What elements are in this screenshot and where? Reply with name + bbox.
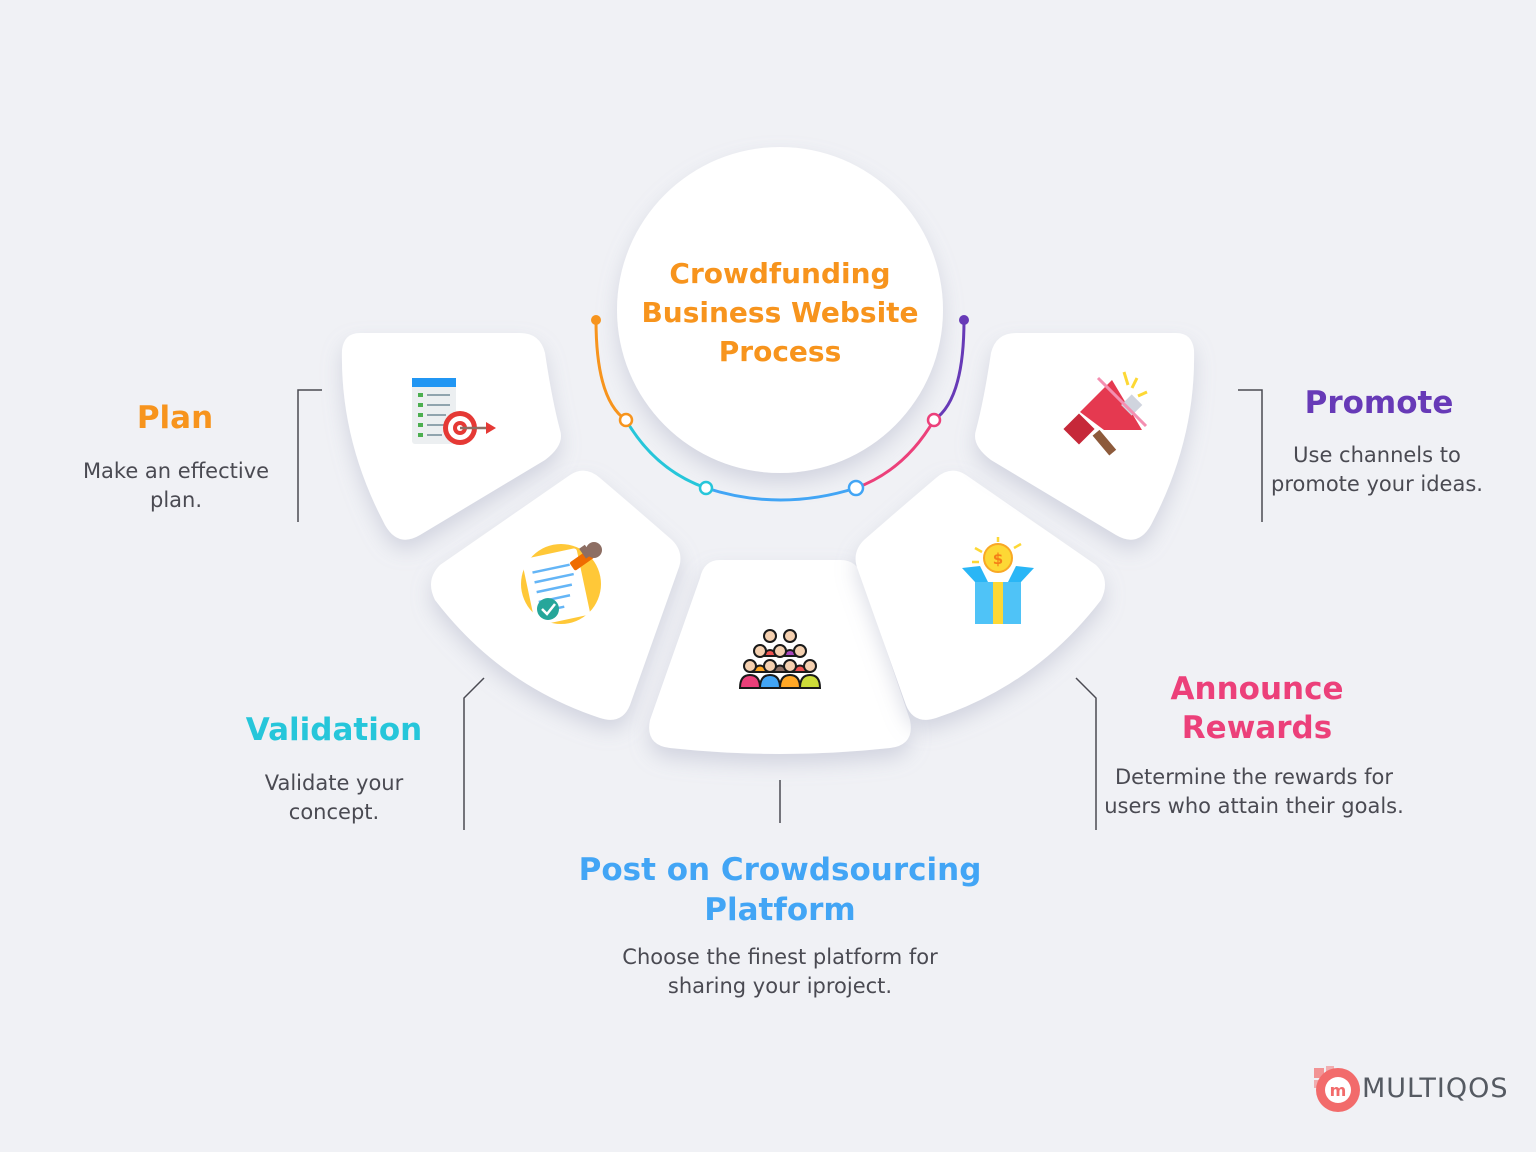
stamped-document-icon [521, 542, 602, 626]
arc-node-announce [926, 412, 942, 428]
multiqos-logo-mark: m [1314, 1066, 1360, 1112]
connector-announce [1075, 677, 1097, 830]
crowd-icon [738, 629, 822, 689]
megaphone-icon [1063, 371, 1148, 456]
step-desc-promote: Use channels to promote your ideas. [1271, 443, 1483, 496]
hub-title: Crowdfunding Business Website Process [641, 257, 919, 368]
progress-arc [594, 319, 966, 502]
arc-end-dot-right [959, 315, 969, 325]
step-desc-validation: Validate your concept. [264, 771, 404, 824]
step-title-promote: Promote [1304, 385, 1454, 421]
brand-name: MULTIQOS [1362, 1073, 1509, 1104]
arc-end-dot-left [591, 315, 601, 325]
connector-promote [1238, 389, 1263, 522]
checklist-target-icon [412, 378, 496, 445]
step-title-validation: Validation [245, 712, 423, 748]
svg-text:$: $ [993, 550, 1003, 568]
step-desc-post: Choose the finest platform for sharing y… [622, 945, 938, 998]
arc-node-plan [618, 412, 634, 428]
arc-node-post [847, 479, 865, 497]
arc-node-validation [698, 480, 714, 496]
gift-box-coin-icon: $ [962, 537, 1034, 624]
connector-validation [463, 677, 485, 830]
hub-circle [617, 147, 943, 473]
step-title-post: Post on Crowdsourcing Platform [578, 852, 982, 928]
step-title-plan: Plan [136, 400, 214, 436]
step-desc-announce: Determine the rewards for users who atta… [1104, 765, 1404, 818]
step-title-announce: Announce Rewards [1170, 671, 1344, 746]
svg-text:m: m [1330, 1081, 1347, 1100]
connector-plan [297, 389, 322, 522]
step-desc-plan: Make an effective plan. [82, 459, 270, 512]
